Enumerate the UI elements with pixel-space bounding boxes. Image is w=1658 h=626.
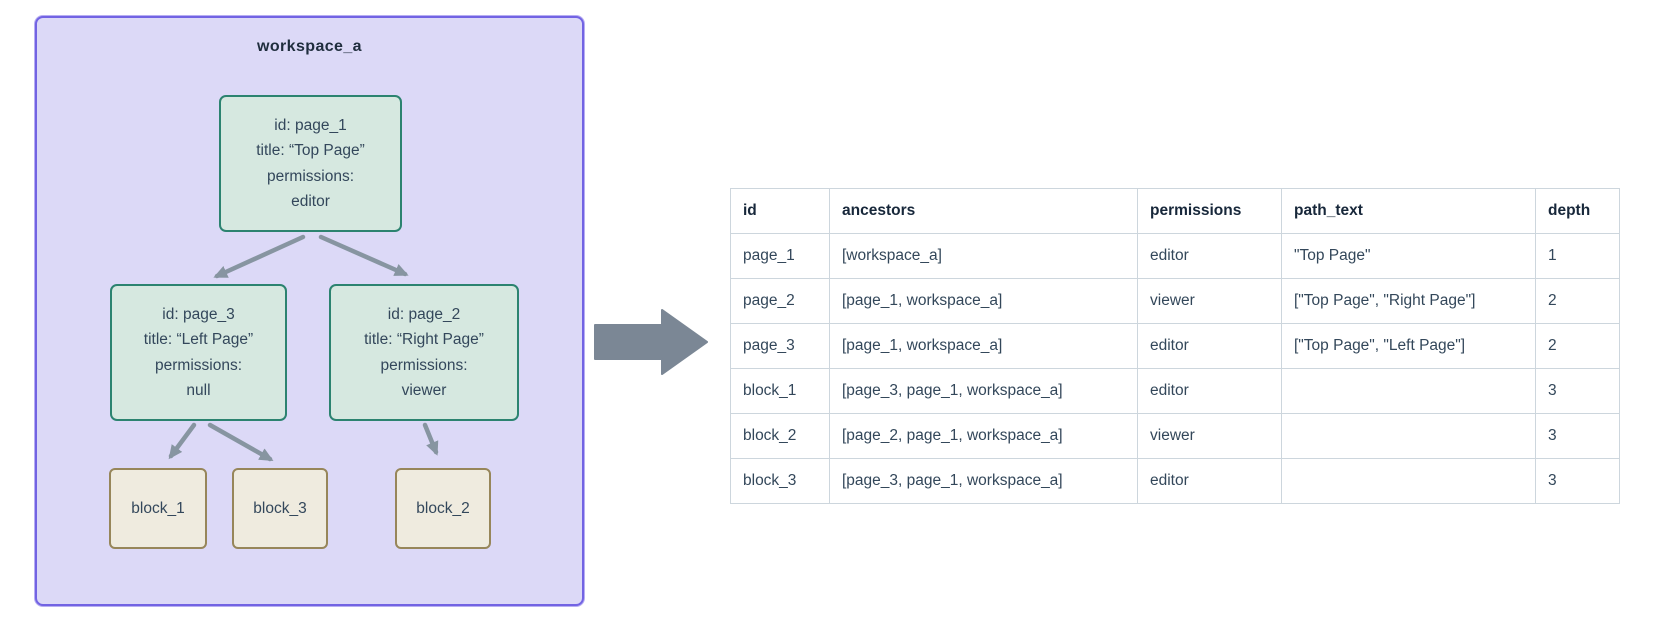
node-id-field: id: page_1 <box>274 117 347 135</box>
cell-id: page_1 <box>730 233 830 279</box>
table-row: page_2 [page_1, workspace_a] viewer ["To… <box>730 278 1620 324</box>
cell-permissions: editor <box>1137 368 1282 414</box>
node-page-3: id: page_3 title: “Left Page” permission… <box>110 284 287 421</box>
cell-path-text <box>1281 458 1536 504</box>
cell-depth: 1 <box>1535 233 1620 279</box>
node-label: block_1 <box>131 499 185 517</box>
table-row: block_1 [page_3, page_1, workspace_a] ed… <box>730 368 1620 414</box>
cell-id: page_2 <box>730 278 830 324</box>
table-row: block_3 [page_3, page_1, workspace_a] ed… <box>730 458 1620 504</box>
column-header-path-text: path_text <box>1281 188 1536 234</box>
node-permissions-label: permissions: <box>155 356 242 374</box>
node-block-1: block_1 <box>109 468 207 549</box>
workspace-title: workspace_a <box>257 38 362 55</box>
column-header-id: id <box>730 188 830 234</box>
cell-id: block_1 <box>730 368 830 414</box>
cell-ancestors: [page_3, page_1, workspace_a] <box>829 458 1138 504</box>
edge-page3-block1 <box>168 422 197 460</box>
cell-path-text <box>1281 368 1536 414</box>
cell-depth: 2 <box>1535 323 1620 369</box>
node-label: block_2 <box>416 499 470 517</box>
node-title-field: title: “Top Page” <box>256 142 365 160</box>
node-block-3: block_3 <box>232 468 328 549</box>
node-permissions-value: null <box>186 381 211 399</box>
cell-id: page_3 <box>730 323 830 369</box>
transform-arrow-icon <box>594 309 708 375</box>
edge-page1-page2 <box>318 234 409 277</box>
node-title-field: title: “Right Page” <box>364 331 484 349</box>
cell-depth: 3 <box>1535 458 1620 504</box>
cell-depth: 2 <box>1535 278 1620 324</box>
cell-depth: 3 <box>1535 413 1620 459</box>
cell-id: block_3 <box>730 458 830 504</box>
cell-path-text: ["Top Page", "Left Page"] <box>1281 323 1536 369</box>
cell-path-text <box>1281 413 1536 459</box>
edge-page1-page3 <box>213 234 306 279</box>
cell-permissions: viewer <box>1137 278 1282 324</box>
cell-ancestors: [page_1, workspace_a] <box>829 323 1138 369</box>
cell-depth: 3 <box>1535 368 1620 414</box>
edge-page3-block3 <box>207 422 274 462</box>
table-row: block_2 [page_2, page_1, workspace_a] vi… <box>730 413 1620 459</box>
cell-path-text: ["Top Page", "Right Page"] <box>1281 278 1536 324</box>
table-row: page_3 [page_1, workspace_a] editor ["To… <box>730 323 1620 369</box>
cell-permissions: editor <box>1137 458 1282 504</box>
node-permissions-value: viewer <box>401 381 447 399</box>
table-row: page_1 [workspace_a] editor "Top Page" 1 <box>730 233 1620 279</box>
cell-ancestors: [page_3, page_1, workspace_a] <box>829 368 1138 414</box>
table-header-row: id ancestors permissions path_text depth <box>730 188 1620 234</box>
node-title-field: title: “Left Page” <box>143 331 254 349</box>
cell-ancestors: [workspace_a] <box>829 233 1138 279</box>
node-block-2: block_2 <box>395 468 491 549</box>
cell-path-text: "Top Page" <box>1281 233 1536 279</box>
column-header-ancestors: ancestors <box>829 188 1138 234</box>
node-permissions-label: permissions: <box>380 356 468 374</box>
result-table: id ancestors permissions path_text depth… <box>730 188 1620 504</box>
column-header-depth: depth <box>1535 188 1620 234</box>
node-permissions-label: permissions: <box>267 167 354 185</box>
column-header-permissions: permissions <box>1137 188 1282 234</box>
node-page-1: id: page_1 title: “Top Page” permissions… <box>219 95 402 232</box>
edge-page2-block2 <box>422 422 439 456</box>
cell-ancestors: [page_2, page_1, workspace_a] <box>829 413 1138 459</box>
node-page-2: id: page_2 title: “Right Page” permissio… <box>329 284 519 421</box>
workspace-panel: workspace_a id: page_1 title: “Top Page”… <box>35 16 584 606</box>
cell-permissions: viewer <box>1137 413 1282 459</box>
node-permissions-value: editor <box>291 192 330 210</box>
node-label: block_3 <box>253 499 307 517</box>
node-id-field: id: page_3 <box>162 306 235 324</box>
cell-ancestors: [page_1, workspace_a] <box>829 278 1138 324</box>
node-id-field: id: page_2 <box>387 306 461 324</box>
cell-permissions: editor <box>1137 233 1282 279</box>
cell-permissions: editor <box>1137 323 1282 369</box>
cell-id: block_2 <box>730 413 830 459</box>
